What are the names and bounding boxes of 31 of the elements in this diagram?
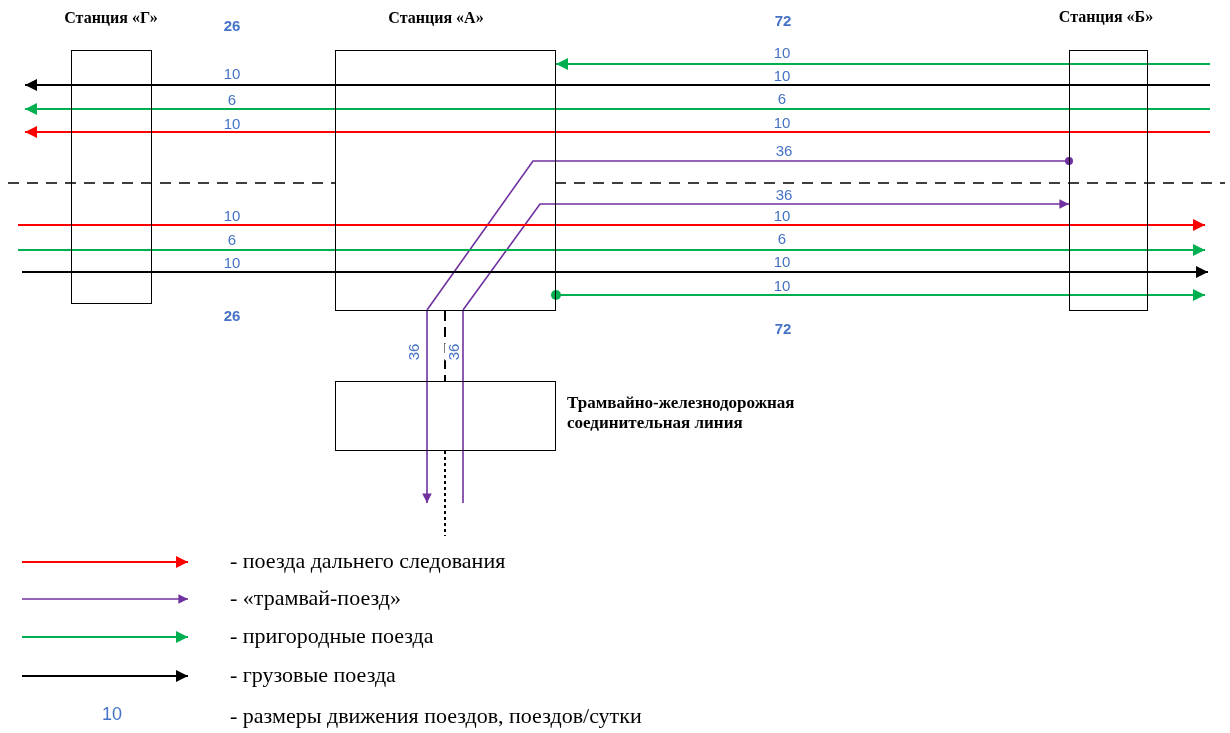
train-route-arrow	[422, 310, 432, 504]
train-route-line	[17, 224, 336, 226]
legend-sample-number: 10	[101, 705, 123, 723]
train-route-line	[555, 108, 1211, 110]
legend-text: - грузовые поезда	[230, 663, 396, 688]
legend-text: - размеры движения поездов, поездов/сутки	[230, 704, 642, 729]
station-name: Станция «А»	[388, 8, 484, 28]
train-route-arrow	[555, 244, 1206, 256]
legend-text: - «трамвай-поезд»	[230, 586, 401, 611]
dashed-connector-line	[444, 310, 446, 382]
train-route-line	[555, 157, 1073, 165]
legend-text: - поезда дальнего следования	[230, 549, 506, 574]
legend-text: - пригородные поезда	[230, 624, 434, 649]
train-route-line	[555, 131, 1211, 133]
train-route-arrow	[555, 58, 1211, 70]
train-route-arrow	[551, 289, 1206, 301]
line-name: Трамвайно-железнодорожная соединительная линия	[567, 393, 796, 434]
train-route-line	[462, 310, 464, 504]
station-name: Станция «Б»	[1058, 7, 1154, 27]
train-route-arrow	[555, 266, 1209, 278]
train-route-arrow	[24, 103, 336, 115]
dashed-connector-line	[444, 450, 446, 537]
train-route-line	[555, 84, 1211, 86]
train-route-arrow	[555, 219, 1206, 231]
train-route-line	[17, 249, 336, 251]
train-route-line	[21, 271, 336, 273]
train-route-arrow	[555, 199, 1070, 209]
train-route-arrow	[24, 126, 336, 138]
traffic-volume-label: 36	[444, 343, 462, 361]
train-route-arrow	[24, 79, 336, 91]
station-name: Станция «Г»	[64, 8, 158, 28]
